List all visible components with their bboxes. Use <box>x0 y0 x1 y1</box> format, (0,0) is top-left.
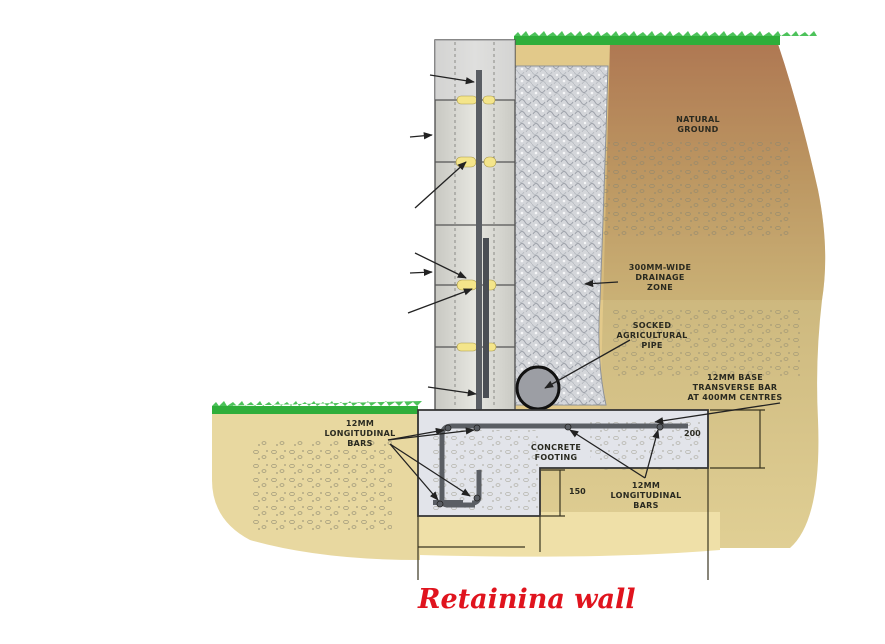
svg-text:12MM: 12MM <box>632 481 660 490</box>
grass <box>212 31 817 414</box>
svg-text:300MM-WIDE: 300MM-WIDE <box>629 263 692 272</box>
label-base-bar: 12MM BASE TRANSVERSE BAR AT 400MM CENTRE… <box>688 373 783 402</box>
block-wall <box>434 39 516 411</box>
leader-arrows <box>387 74 781 501</box>
agricultural-pipe <box>515 365 561 411</box>
vertical-rebar <box>476 70 489 500</box>
front-soil <box>212 414 720 560</box>
svg-text:DRAINAGE: DRAINAGE <box>635 273 684 282</box>
svg-text:FOOTING: FOOTING <box>535 453 578 462</box>
dimension-lines <box>417 409 765 580</box>
svg-text:LONGITUDINAL: LONGITUDINAL <box>324 429 395 438</box>
svg-text:SOCKED: SOCKED <box>633 321 672 330</box>
svg-text:AGRICULTURAL: AGRICULTURAL <box>616 331 687 340</box>
svg-text:BARS: BARS <box>347 439 372 448</box>
svg-text:NATURAL: NATURAL <box>676 115 720 124</box>
svg-text:AT 400MM CENTRES: AT 400MM CENTRES <box>688 393 783 402</box>
svg-text:LONGITUDINAL: LONGITUDINAL <box>610 491 681 500</box>
dimension-toe-depth: 150 <box>569 487 586 496</box>
label-concrete-footing: CONCRETE FOOTING <box>531 443 581 462</box>
svg-text:ZONE: ZONE <box>647 283 673 292</box>
label-drainage-zone: 300MM-WIDE DRAINAGE ZONE <box>629 263 692 292</box>
label-longitudinal-bars-right: 12MM LONGITUDINAL BARS <box>610 481 681 510</box>
diagram-caption: Retainina wall <box>418 584 636 615</box>
label-longitudinal-bars-left: 12MM LONGITUDINAL BARS <box>324 419 395 448</box>
dimension-footing-thickness: 200 <box>684 429 701 438</box>
svg-text:PIPE: PIPE <box>641 341 662 350</box>
drainage-zone <box>514 65 609 406</box>
label-agricultural-pipe: SOCKED AGRICULTURAL PIPE <box>616 321 687 350</box>
label-natural-ground: NATURAL GROUND <box>676 115 720 134</box>
svg-text:TRANSVERSE BAR: TRANSVERSE BAR <box>693 383 778 392</box>
svg-text:12MM: 12MM <box>346 419 374 428</box>
svg-text:12MM BASE: 12MM BASE <box>707 373 763 382</box>
svg-text:BARS: BARS <box>633 501 658 510</box>
svg-text:CONCRETE: CONCRETE <box>531 443 581 452</box>
concrete-footing <box>417 409 709 517</box>
svg-text:GROUND: GROUND <box>677 125 718 134</box>
